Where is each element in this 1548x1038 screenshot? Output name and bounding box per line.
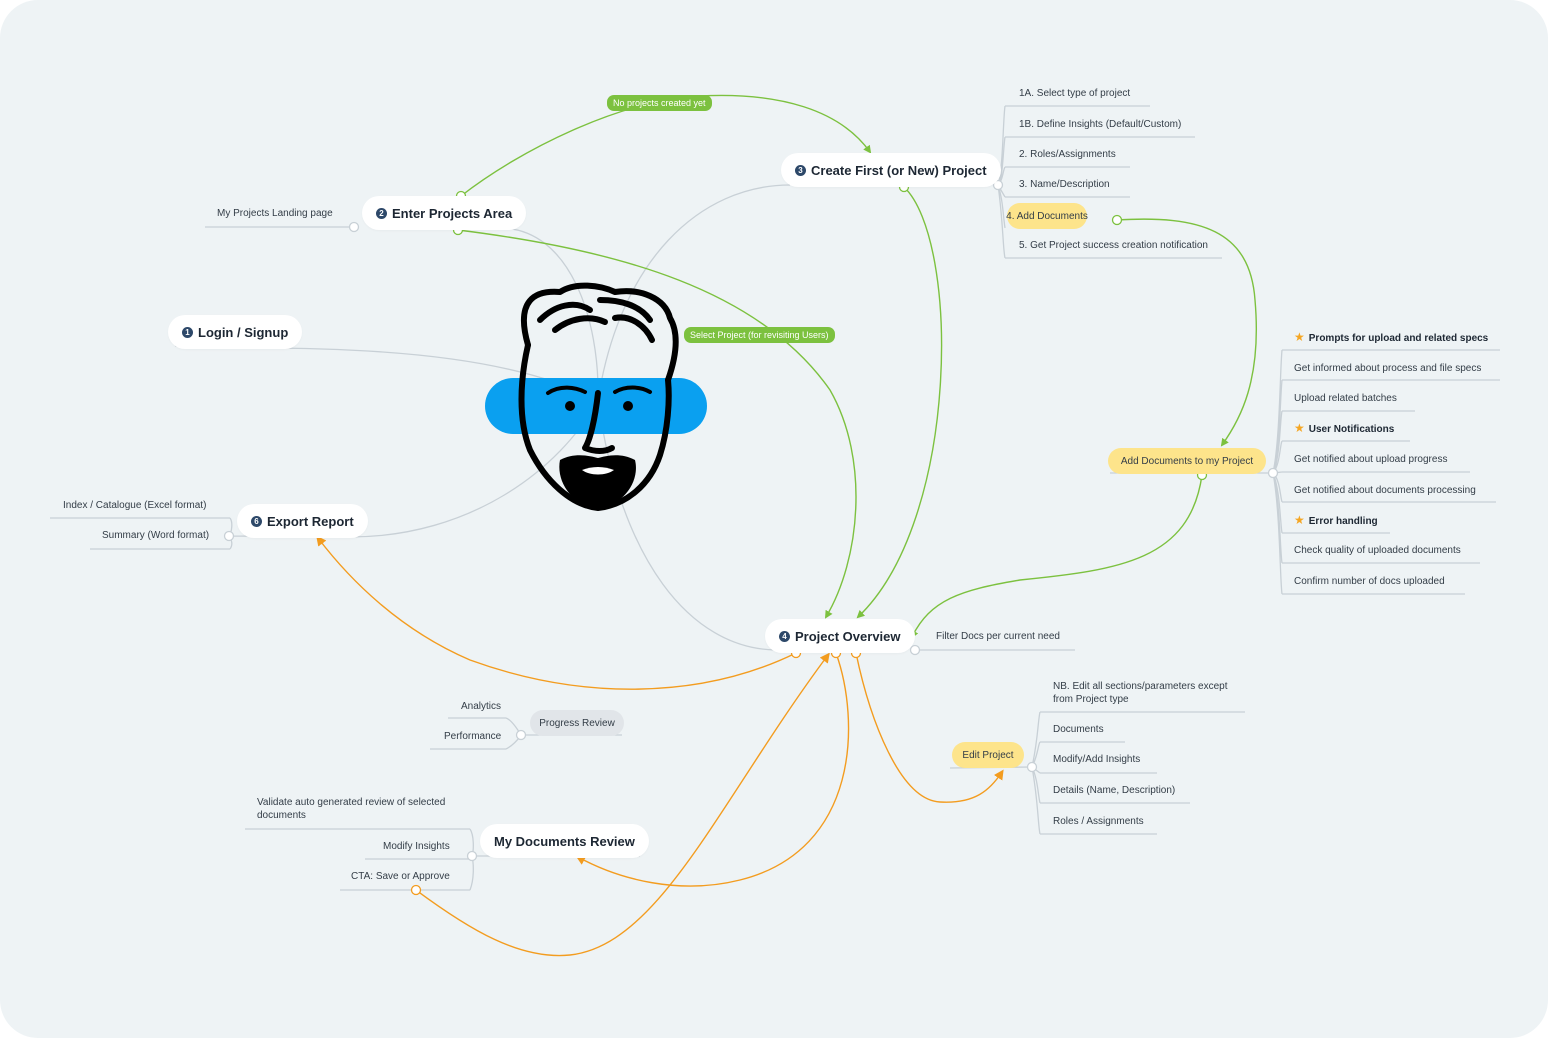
node-edit-project[interactable]: Edit Project <box>952 742 1024 768</box>
leaf-create-step[interactable]: 1A. Select type of project <box>1019 88 1131 99</box>
leaf-upload-prompts[interactable]: ★Prompts for upload and related specs <box>1294 330 1489 345</box>
leaf-edit-item[interactable]: Documents <box>1053 724 1104 735</box>
node-export-report[interactable]: 6 Export Report <box>237 504 368 538</box>
link-cta-overview <box>415 652 830 957</box>
leaf-cta-save-approve[interactable]: CTA: Save or Approve <box>351 871 450 882</box>
link-center-create <box>597 184 791 401</box>
leaf-error-handling[interactable]: ★Error handling <box>1294 513 1378 528</box>
leaf-upload-item[interactable]: Get notified about upload progress <box>1294 454 1448 465</box>
node-label: Login / Signup <box>198 324 289 340</box>
leaf-filter-docs[interactable]: Filter Docs per current need <box>936 631 1060 642</box>
leaf-performance[interactable]: Performance <box>444 731 502 742</box>
leaf-edit-item[interactable]: Details (Name, Description) <box>1053 785 1176 796</box>
leaf-upload-item[interactable]: Get informed about process and file spec… <box>1294 363 1482 374</box>
link-select-project <box>457 229 857 619</box>
node-project-overview[interactable]: 4 Project Overview <box>765 619 915 653</box>
step-number-badge: 6 <box>251 515 262 527</box>
leaf-create-step[interactable]: 5. Get Project success creation notifica… <box>1019 240 1208 251</box>
leaf-user-notifications[interactable]: ★User Notifications <box>1294 421 1395 436</box>
leaf-edit-item[interactable]: Modify/Add Insights <box>1053 754 1141 765</box>
star-icon: ★ <box>1294 421 1305 435</box>
leaf-create-step[interactable]: 2. Roles/Assignments <box>1019 149 1116 160</box>
link-overview-edit <box>855 652 1004 803</box>
link-create-overview <box>856 186 943 619</box>
node-label: Export Report <box>267 513 354 529</box>
leaf-create-step[interactable]: 3. Name/Description <box>1019 179 1110 190</box>
leaf-edit-item[interactable]: Roles / Assignments <box>1053 816 1144 827</box>
leaf-export-word[interactable]: Summary (Word format) <box>102 530 210 541</box>
leaf-create-step[interactable]: 1B. Define Insights (Default/Custom) <box>1019 119 1182 130</box>
step-number-badge: 4 <box>779 630 790 642</box>
step-number-badge: 1 <box>182 326 193 338</box>
leaf-upload-item[interactable]: Confirm number of docs uploaded <box>1294 576 1445 587</box>
relation-label-select-project: Select Project (for revisiting Users) <box>684 327 835 343</box>
step-add-documents[interactable]: 4. Add Documents <box>1006 203 1088 229</box>
node-progress-review[interactable]: Progress Review <box>530 710 624 736</box>
leaf-analytics[interactable]: Analytics <box>461 701 502 712</box>
star-icon: ★ <box>1294 330 1305 344</box>
user-avatar-icon <box>485 282 707 511</box>
leaf-upload-item[interactable]: Check quality of uploaded documents <box>1294 545 1461 556</box>
link-center-overview <box>597 399 776 651</box>
link-overview-export <box>316 535 797 690</box>
node-login[interactable]: 1 Login / Signup <box>168 315 303 349</box>
star-icon: ★ <box>1294 513 1305 527</box>
step-number-badge: 2 <box>376 207 387 219</box>
leaf-validate-review[interactable]: Validate auto generated review of select… <box>257 797 446 821</box>
leaf-edit-note[interactable]: NB. Edit all sections/parameters except … <box>1053 681 1228 705</box>
link-overview-review <box>575 652 850 887</box>
relation-label-no-projects: No projects created yet <box>607 95 712 111</box>
node-my-documents-review[interactable]: My Documents Review <box>480 824 649 858</box>
leaf-modify-insights[interactable]: Modify Insights <box>383 841 450 852</box>
node-label: Create First (or New) Project <box>811 162 987 178</box>
node-enter-projects[interactable]: 2 Enter Projects Area <box>362 196 527 230</box>
node-label: Project Overview <box>795 628 901 644</box>
step-number-badge: 3 <box>795 164 806 176</box>
link-add-docs-step <box>1116 218 1257 447</box>
leaf-upload-item[interactable]: Upload related batches <box>1294 393 1397 404</box>
link-add-docs-overview <box>911 474 1203 639</box>
node-create-project[interactable]: 3 Create First (or New) Project <box>781 153 1001 187</box>
leaf-export-excel[interactable]: Index / Catalogue (Excel format) <box>63 500 207 511</box>
leaf-upload-item[interactable]: Get notified about documents processing <box>1294 485 1476 496</box>
node-label: My Documents Review <box>494 833 635 849</box>
node-label: Enter Projects Area <box>392 205 513 221</box>
leaf-projects-landing[interactable]: My Projects Landing page <box>217 208 333 219</box>
node-add-documents[interactable]: Add Documents to my Project <box>1108 448 1266 474</box>
